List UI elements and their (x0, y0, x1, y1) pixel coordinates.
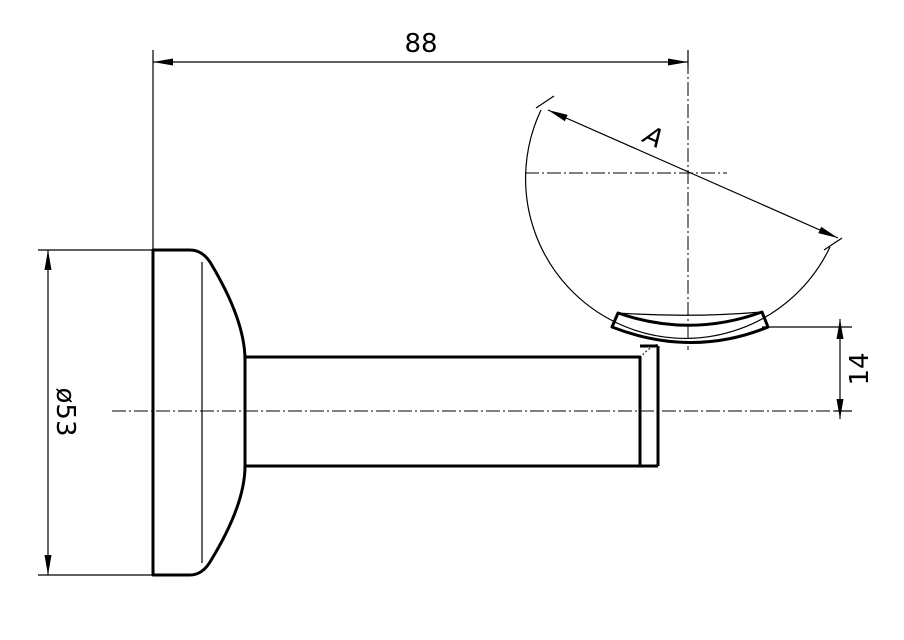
dimension-diameter-label: ø53 (50, 388, 80, 437)
cup-holder (525, 109, 831, 344)
dimension-height: 14 (762, 319, 875, 419)
dimension-length: 88 (152, 29, 689, 250)
dimension-height-label: 14 (845, 352, 875, 385)
dimension-length-label: 88 (404, 29, 437, 59)
dimension-diameter: ø53 (38, 249, 153, 576)
mounting-base (151, 248, 247, 577)
cup-arc (525, 109, 831, 339)
arm-cylinder (243, 343, 660, 468)
dimension-arc-label: A (637, 120, 667, 155)
